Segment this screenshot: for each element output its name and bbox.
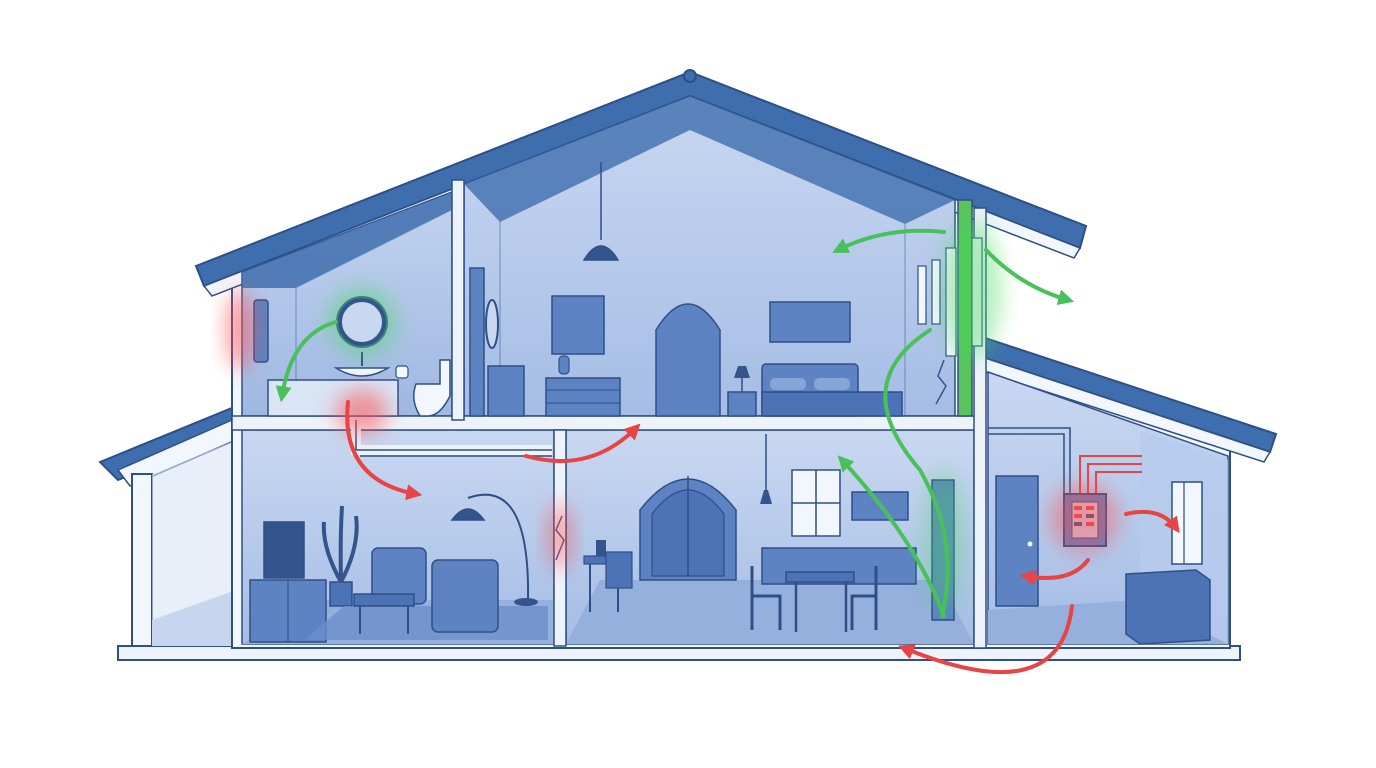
utility-door [995,475,1039,607]
warm-airflow-arrows [345,400,1180,675]
pendant-lamp-icon [582,245,620,261]
warm-glow-living-wall [548,502,572,570]
cool-airflow-arrows [275,228,1075,618]
cool-arrow-bathroom [275,320,338,403]
bathroom-mirror-front [338,298,386,346]
living-room-fixtures [249,420,565,643]
dresser [545,377,621,417]
dining-table [785,571,855,583]
potted-plant-icon [321,505,359,583]
warm-glow-bath-wall [226,290,254,370]
water-heater [1125,569,1211,645]
sofa [431,559,499,633]
towel-radiator [253,299,269,363]
television-icon [263,521,305,579]
toilet [413,359,451,417]
wall-picture [551,295,605,355]
warm-arrow-panel-right [1124,509,1180,534]
floor-lamp-icon [450,508,486,521]
warm-glow-pipe [336,390,388,434]
utility-window [1171,481,1203,565]
warm-arrow-panel-left [1019,558,1090,586]
left-porch [98,406,242,647]
wall-crack-icon [935,359,947,405]
bedroom-door [469,267,485,417]
arched-doorway [655,303,721,417]
cool-arrow-exterior [984,248,1075,305]
warm-arrow-kitchen [524,423,641,463]
heat-glow-zones [226,220,1118,610]
warm-glow-panel [1050,484,1118,552]
warm-arrow-living [345,400,423,501]
cool-arrow-stack-up [837,455,946,618]
cool-arrow-attic [832,228,946,253]
cool-arrow-stack-down [883,328,950,618]
warm-arrow-floor-loss [898,604,1074,675]
cool-glow-insulation [942,220,1002,360]
bedroom-fixtures [469,162,947,417]
sink [333,367,391,377]
